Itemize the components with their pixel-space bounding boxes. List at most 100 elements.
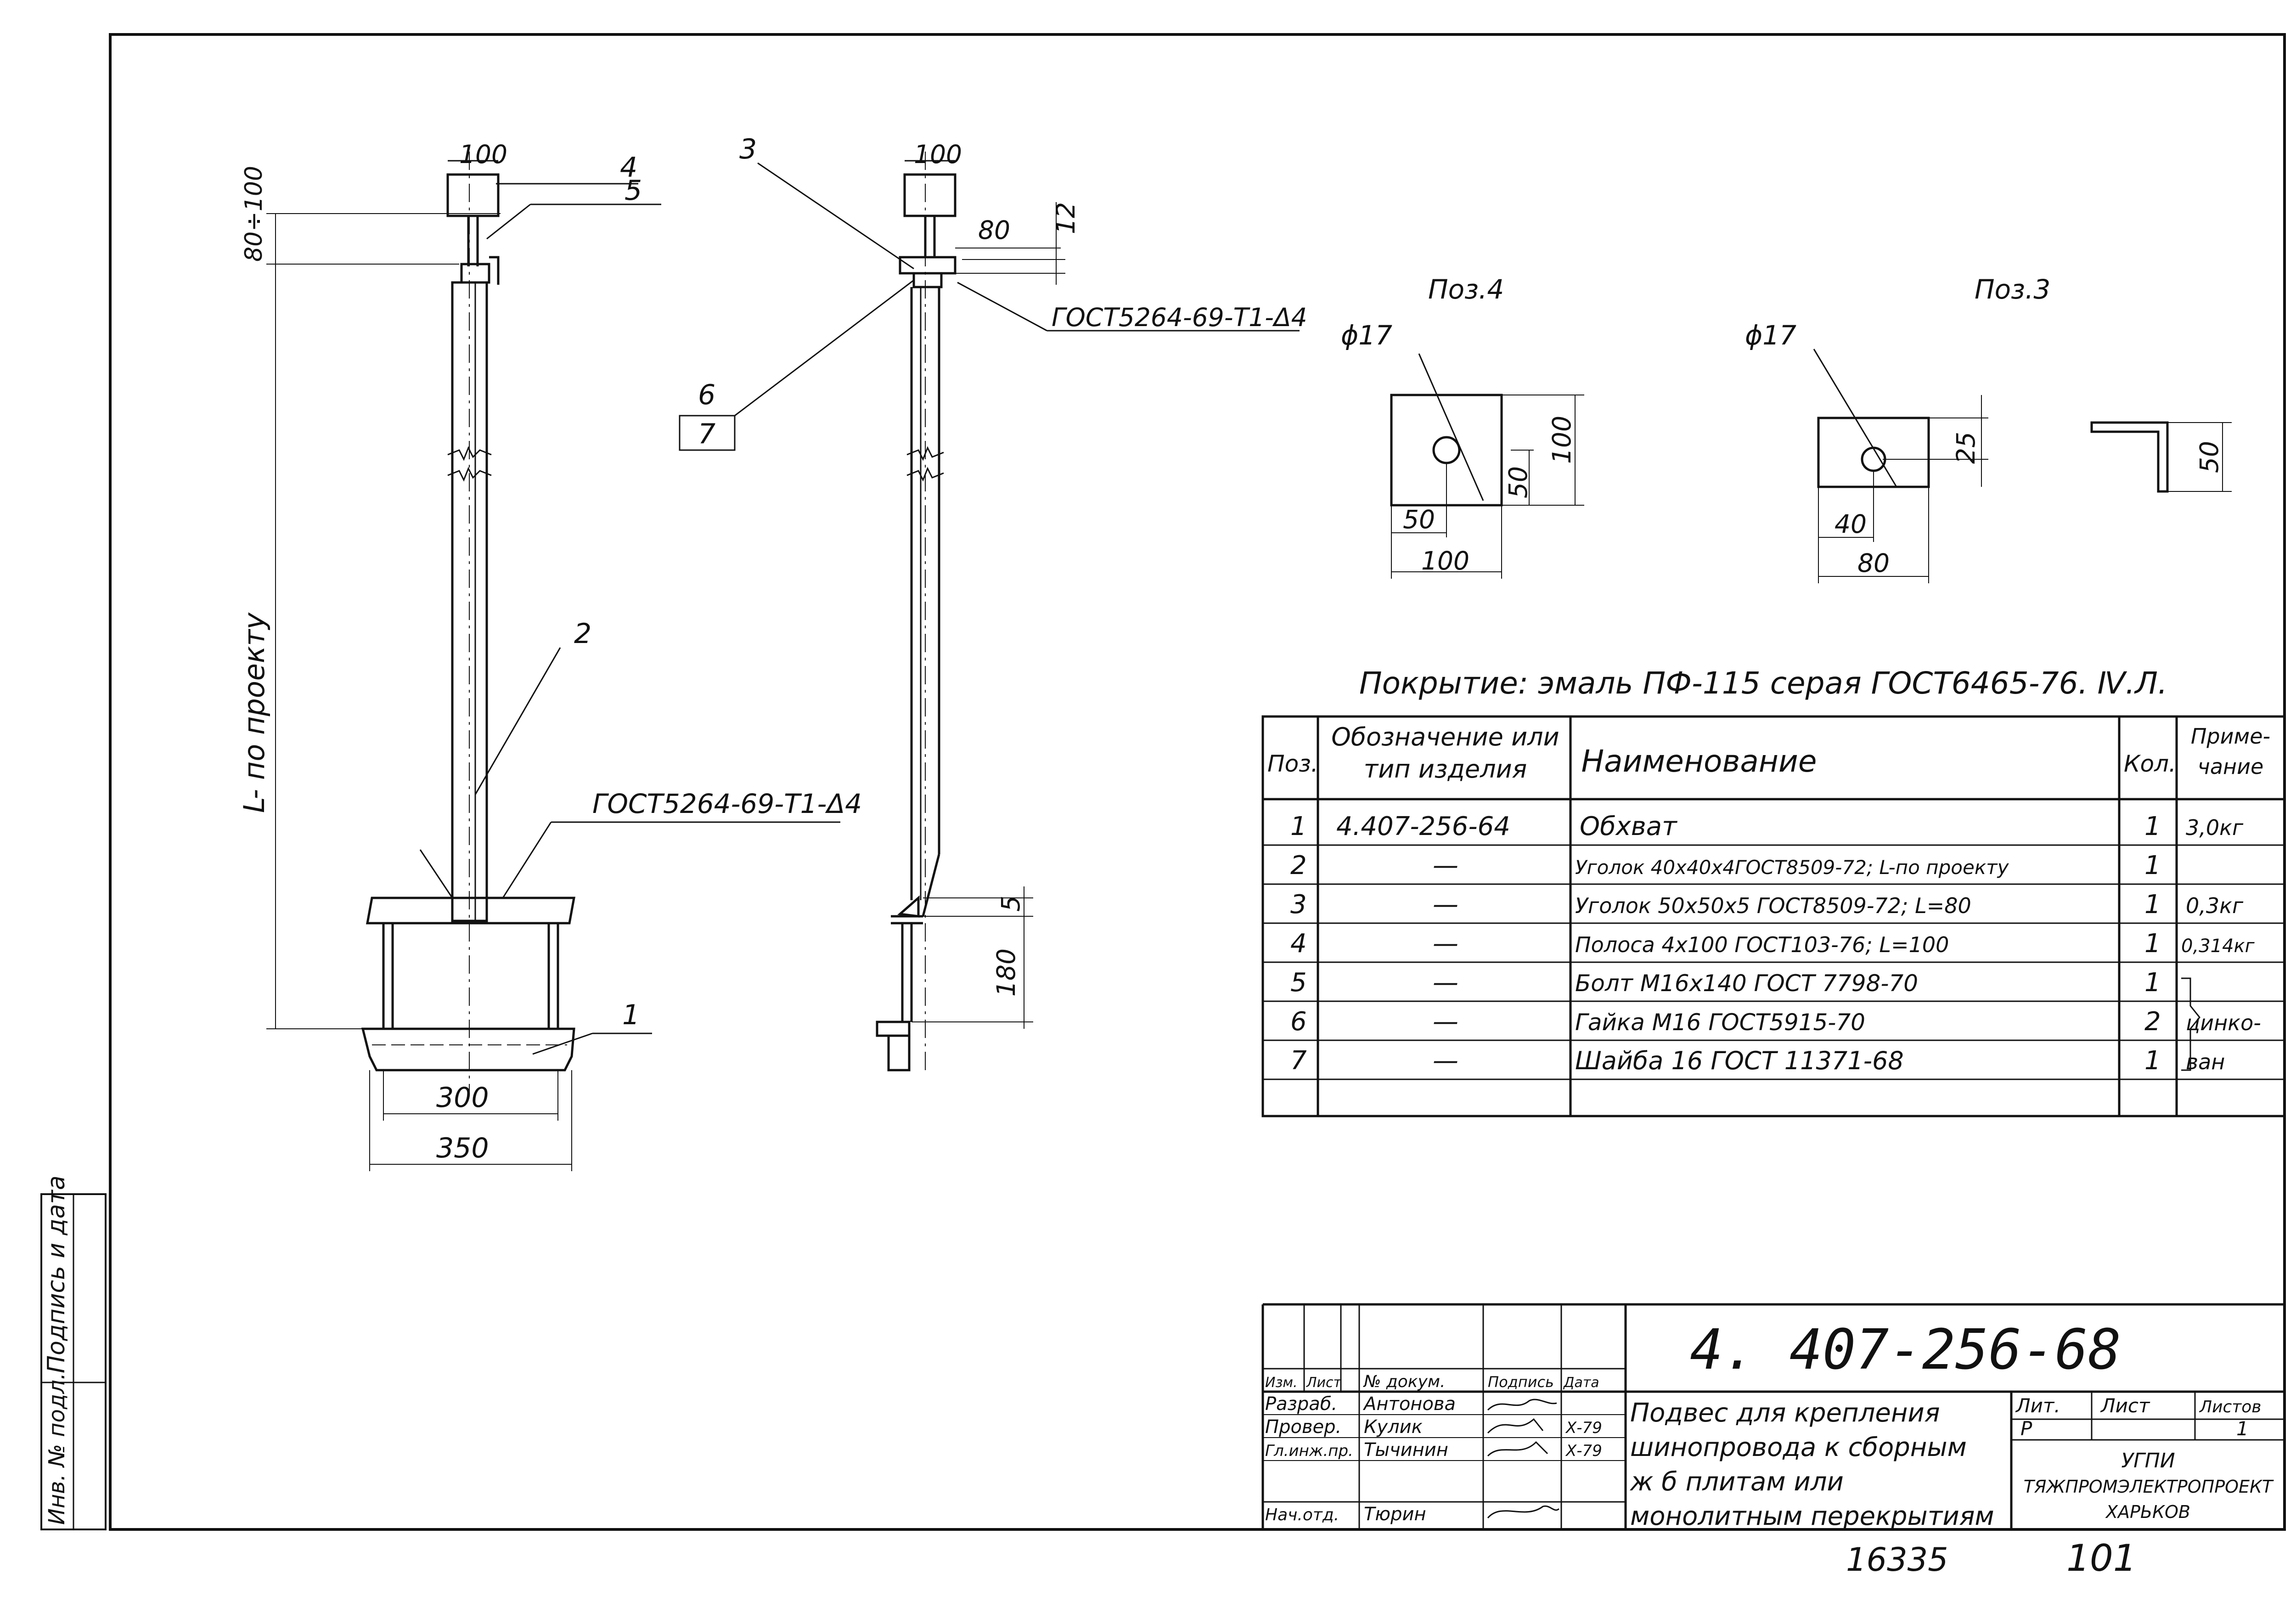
org-line-2: ТЯЖПРОМЭЛЕКТРОПРОЕКТ: [2024, 1477, 2274, 1497]
signature-developer: [1487, 1399, 1557, 1411]
spec-row-code: —: [1433, 890, 1458, 919]
lit-value: Р: [2020, 1417, 2032, 1440]
col-sign: Подпись: [1488, 1373, 1554, 1391]
title-line-1: Подвес для крепления: [1630, 1398, 1940, 1428]
spec-row-code: 4.407-256-64: [1336, 812, 1510, 841]
spec-row-qty: 1: [2144, 929, 2161, 959]
weld-note-left: ГОСТ5264-69-Т1-Δ4: [592, 788, 862, 819]
col-doc: № докум.: [1363, 1372, 1445, 1391]
col-list: Лист: [1306, 1375, 1342, 1391]
dim-180: 180: [991, 948, 1021, 997]
spec-row-pos: 1: [1290, 812, 1307, 841]
spec-row-5: 5 — Болт М16х140 ГОСТ 7798-70 1: [1290, 968, 2161, 998]
role-checker: Провер.: [1265, 1416, 1341, 1438]
side-label-inv: Инв. № подл.: [44, 1373, 70, 1525]
side-label-sign: Подпись и дата: [43, 1175, 70, 1373]
spec-row-6: 6 — Гайка М16 ГОСТ5915-70 2 цинко-: [1290, 1007, 2261, 1037]
spec-row-qty: 1: [2144, 890, 2161, 919]
signature-checker: [1487, 1418, 1544, 1434]
side-view: [679, 152, 1300, 1072]
label-item-7: 7: [698, 418, 715, 450]
spec-row-code: —: [1433, 968, 1458, 998]
dim-300: 300: [436, 1082, 489, 1114]
pos4-w100: 100: [1421, 546, 1469, 575]
spec-row-qty: 1: [2144, 812, 2161, 841]
detail-pos4: [1390, 353, 1584, 579]
spec-row-3: 3 — Уголок 50х50х5 ГОСТ8509-72; L=80 1 0…: [1290, 890, 2244, 919]
label-item-5: 5: [625, 175, 642, 207]
date-chief: Х-79: [1565, 1442, 1602, 1460]
pos3-label: Поз.3: [1975, 274, 2050, 305]
spec-row-qty: 2: [2144, 1007, 2161, 1037]
dim-350: 350: [436, 1132, 489, 1164]
org-line-1: УГПИ: [2121, 1449, 2175, 1472]
pos4-h100: 100: [1547, 416, 1576, 464]
spec-row-code: —: [1433, 851, 1458, 880]
label-item-4: 4: [620, 152, 637, 184]
spec-row-pos: 5: [1290, 968, 1307, 998]
dim-5: 5: [996, 896, 1025, 912]
pos3-h25: 25: [1951, 432, 1981, 464]
sheet-label: Лист: [2100, 1394, 2150, 1417]
pos4-label: Поз.4: [1428, 274, 1504, 305]
spec-row-note: цинко-: [2186, 1010, 2261, 1035]
left-assembly-view: [266, 152, 840, 1171]
detail-pos4-labels: Поз.4 ϕ17 50 100 50 100: [1341, 274, 1576, 575]
role-chief: Гл.инж.пр.: [1265, 1442, 1353, 1460]
spec-row-note: 0,3кг: [2186, 893, 2244, 918]
spec-table: Поз. Обозначение или тип изделия Наимено…: [1261, 715, 2286, 1117]
spec-row-name: Уголок 50х50х5 ГОСТ8509-72; L=80: [1575, 893, 1971, 918]
spec-header-code: Обозначение или тип изделия: [1331, 722, 1559, 784]
dim-80: 80: [978, 215, 1010, 245]
col-date: Дата: [1563, 1375, 1599, 1391]
pos4-h50: 50: [1503, 466, 1533, 498]
spec-row-pos: 6: [1290, 1007, 1307, 1037]
pos4-dia: ϕ17: [1341, 320, 1392, 351]
spec-row-code: —: [1433, 1007, 1458, 1037]
pos3-dia: ϕ17: [1745, 320, 1796, 351]
spec-header-qty: Кол.: [2124, 750, 2176, 777]
label-item-1: 1: [622, 999, 640, 1031]
label-item-2: 2: [574, 618, 591, 650]
pos4-w50: 50: [1403, 505, 1435, 534]
spec-row-name: Гайка М16 ГОСТ5915-70: [1575, 1009, 1865, 1036]
label-item-3: 3: [739, 133, 757, 165]
detail-pos3-labels: Поз.3 ϕ17 40 80 25 50: [1745, 274, 2224, 578]
title-line-2: шинопровода к сборным: [1630, 1433, 1967, 1462]
title-block: 4. 407-256-68 Изм. Лист № докум. Подпись…: [1261, 1303, 2285, 1531]
signature-head: [1487, 1505, 1560, 1518]
pos3-w40: 40: [1835, 509, 1867, 539]
spec-row-pos: 2: [1290, 851, 1307, 880]
lit-label: Лит.: [2015, 1394, 2060, 1417]
label-item-6: 6: [698, 379, 715, 411]
spec-row-name: Полоса 4х100 ГОСТ103-76; L=100: [1575, 932, 1949, 957]
weld-note-mid: ГОСТ5264-69-Т1-Δ4: [1052, 303, 1307, 332]
spec-row-1: 1 4.407-256-64 Обхват 1 3,0кг: [1290, 812, 2244, 841]
spec-row-name: Шайба 16 ГОСТ 11371-68: [1575, 1046, 1904, 1075]
title-line-3: ж б плитам или: [1629, 1467, 1844, 1497]
date-checker: Х-79: [1565, 1419, 1602, 1437]
sheets-value: 1: [2236, 1417, 2249, 1440]
spec-row-2: 2 — Уголок 40х40х4ГОСТ8509-72; L-по прое…: [1290, 851, 2161, 880]
side-view-labels: 3 100 80 1 2 ГОСТ5264-69-Т1-Δ4 6 7 5 180: [698, 133, 1307, 997]
spec-row-pos: 3: [1290, 890, 1307, 919]
org-line-3: ХАРЬКОВ: [2105, 1502, 2190, 1522]
archive-number: 16335: [1846, 1541, 1948, 1579]
spec-row-note: ван: [2186, 1049, 2225, 1074]
spec-row-pos: 4: [1290, 929, 1307, 959]
spec-row-name: Болт М16х140 ГОСТ 7798-70: [1575, 970, 1918, 997]
doc-number: 4. 407-256-68: [1690, 1318, 2121, 1382]
spec-row-note: 3,0кг: [2186, 815, 2244, 840]
left-assembly-labels: 100 80÷100 4 5 L- по проекту 2 ГОСТ5264-…: [237, 140, 862, 1164]
spec-row-7: 7 — Шайба 16 ГОСТ 11371-68 1 ван: [1290, 1046, 2225, 1076]
spec-row-code: —: [1433, 929, 1458, 959]
coating-note: Покрытие: эмаль ПФ-115 серая ГОСТ6465-76…: [1359, 666, 2167, 701]
signature-chief: [1487, 1441, 1548, 1457]
spec-row-code: —: [1433, 1046, 1458, 1076]
spec-row-note: 0,314кг: [2181, 936, 2255, 957]
spec-row-name: Уголок 40х40х4ГОСТ8509-72; L-по проекту: [1575, 856, 2009, 879]
role-developer: Разраб.: [1265, 1393, 1337, 1415]
dim-100-mid: 100: [914, 140, 962, 169]
detail-pos3: [1813, 349, 2232, 583]
